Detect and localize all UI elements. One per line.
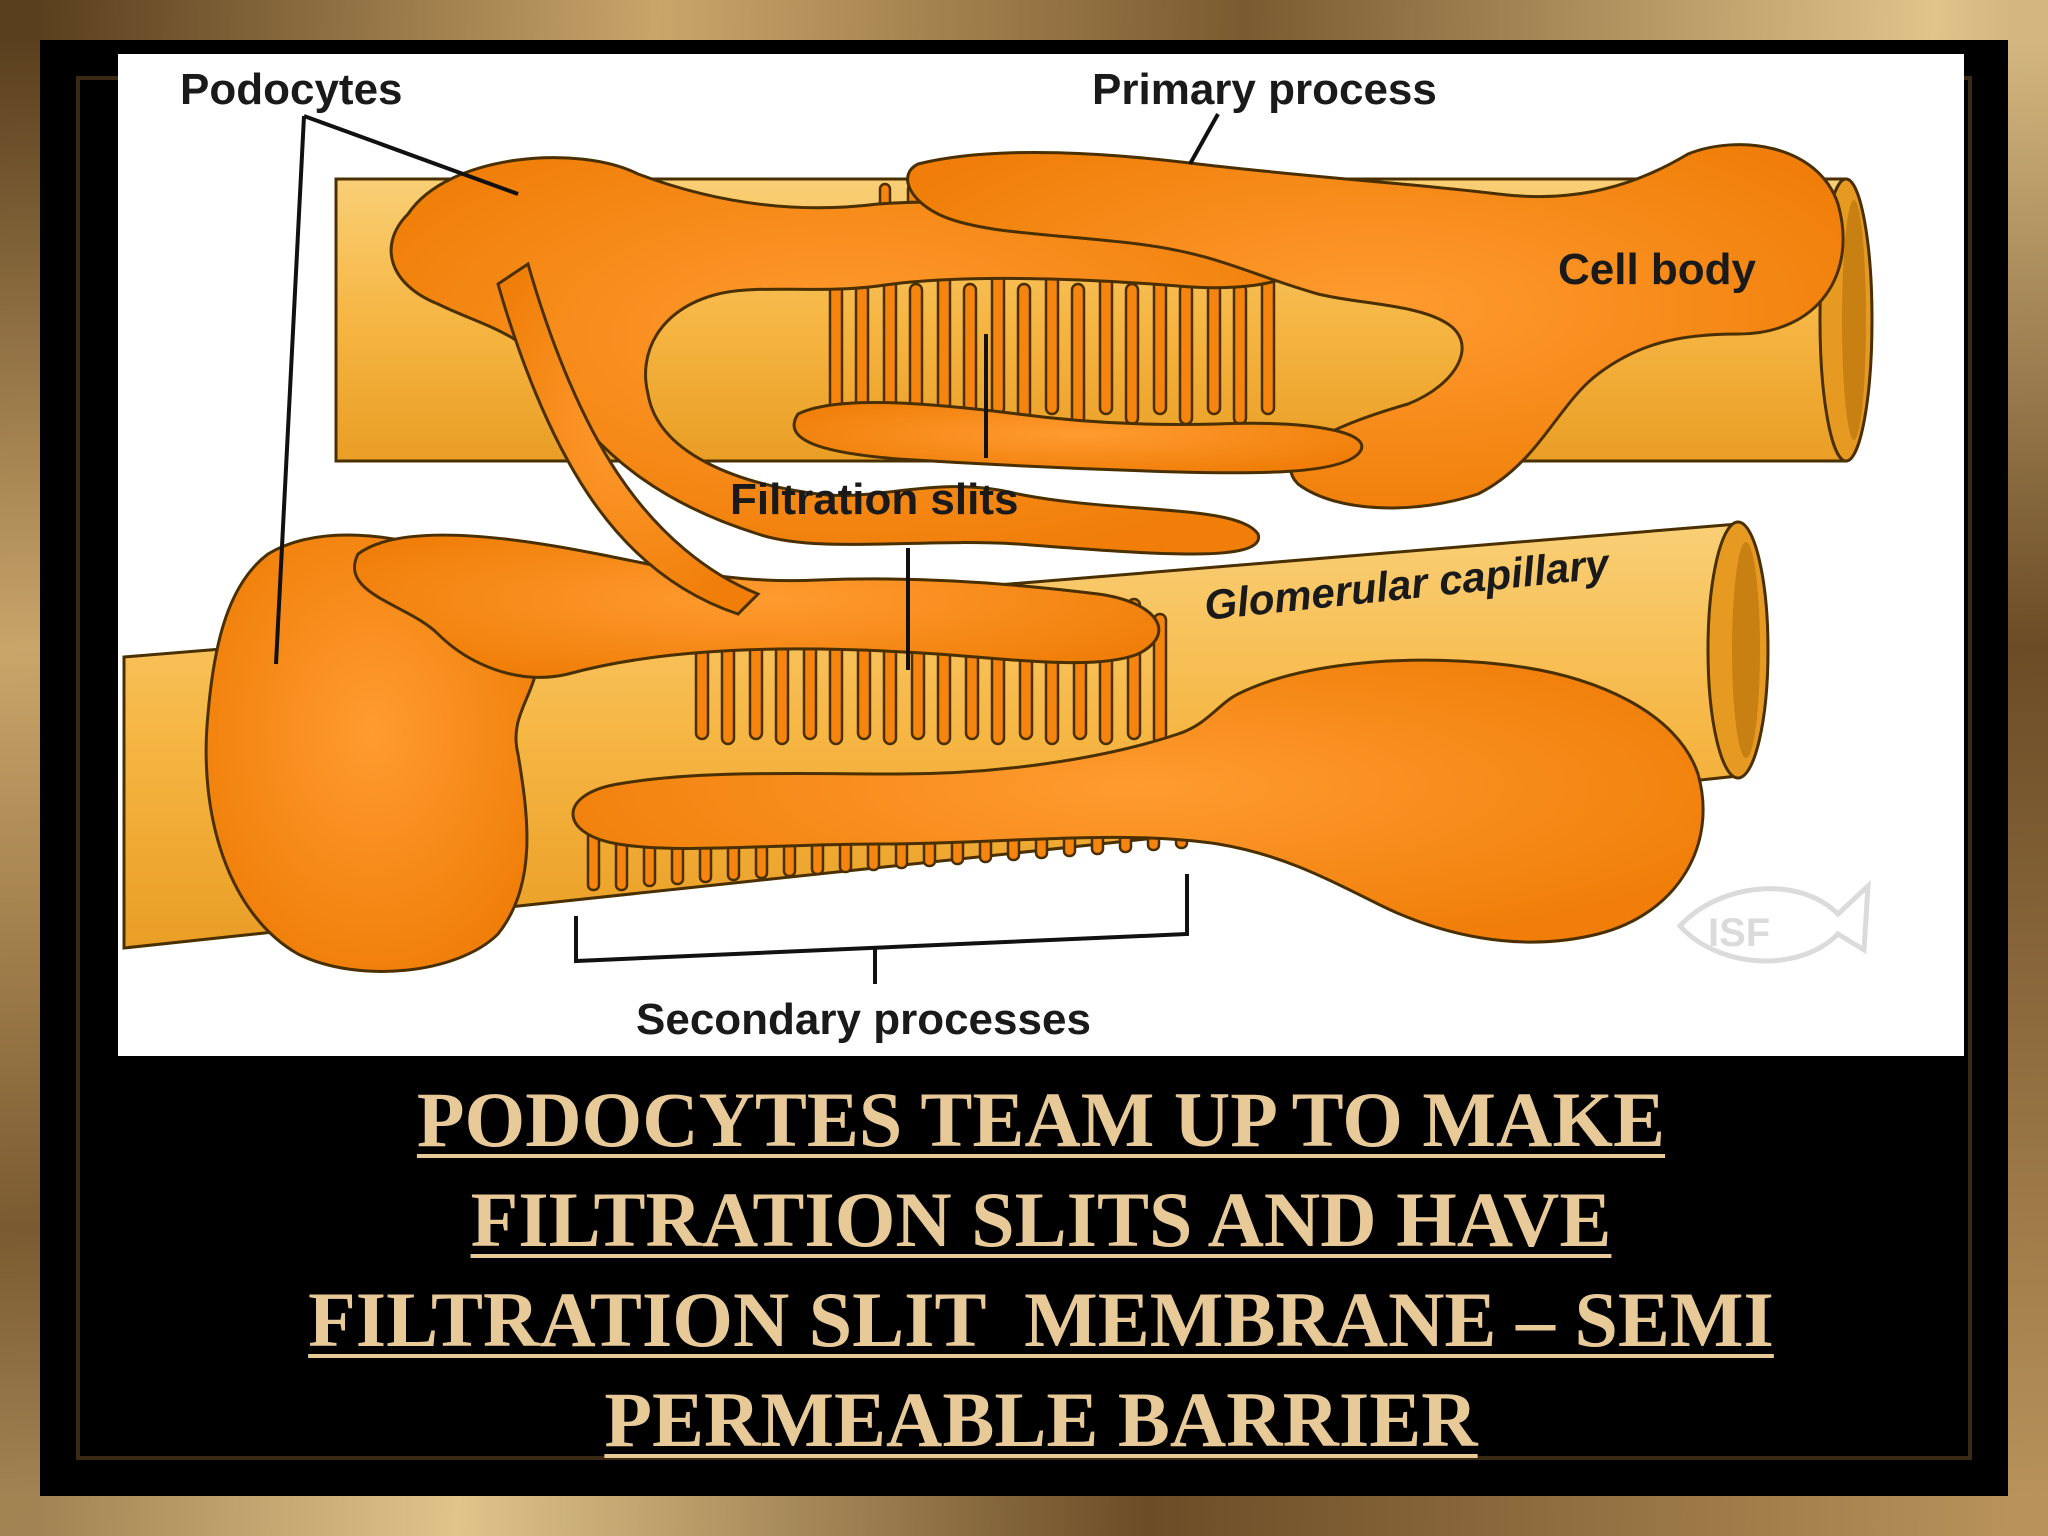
podocyte-diagram: Podocytes Primary process Cell body Filt… xyxy=(118,54,1964,1056)
label-leader-lines xyxy=(274,113,1220,984)
label-primary-process: Primary process xyxy=(1092,65,1437,114)
diagram-svg: Podocytes Primary process Cell body Filt… xyxy=(122,65,1874,1044)
caption-line-4: PERMEABLE BARRIER xyxy=(604,1376,1478,1463)
lower-right-podocyte xyxy=(571,658,1705,944)
watermark-text: ISF xyxy=(1708,911,1770,955)
slide-caption: PODOCYTES TEAM UP TO MAKE FILTRATION SLI… xyxy=(118,1070,1964,1490)
podocyte-cells xyxy=(204,143,1845,973)
podocyte-connecting-arm xyxy=(496,261,761,616)
label-secondary-processes: Secondary processes xyxy=(636,995,1091,1044)
caption-line-3: FILTRATION SLIT MEMBRANE – SEMI xyxy=(308,1276,1774,1363)
caption-line-2: FILTRATION SLITS AND HAVE xyxy=(470,1176,1612,1263)
primary-process-upper xyxy=(906,143,1845,510)
upper-slit-process xyxy=(792,400,1364,475)
label-podocytes: Podocytes xyxy=(180,65,403,114)
label-filtration-slits: Filtration slits xyxy=(730,475,1018,524)
label-cell-body: Cell body xyxy=(1558,245,1757,294)
isf-fish-logo: ISF xyxy=(1676,879,1871,964)
caption-line-1: PODOCYTES TEAM UP TO MAKE xyxy=(416,1076,1666,1163)
